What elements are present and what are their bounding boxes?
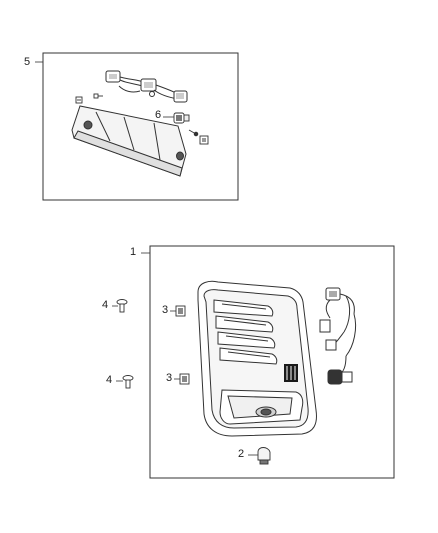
callout-4-upper: 4 [102, 299, 109, 311]
callout-2: 2 [238, 448, 245, 460]
cargo-lamp-housing [71, 105, 187, 177]
tail-lamp-clip-upper [175, 305, 186, 317]
cargo-lamp-group [35, 52, 239, 201]
tail-lamp-clip-lower [179, 373, 190, 385]
callout-5: 5 [24, 56, 31, 68]
callout-3-lower: 3 [166, 372, 173, 384]
cargo-lamp-bulb [173, 112, 190, 124]
cargo-lamp-frame [42, 52, 239, 201]
callout-3-upper: 3 [162, 304, 169, 316]
cargo-lamp-harness [105, 70, 188, 103]
callout-1: 1 [130, 246, 137, 258]
cargo-lamp-clip [199, 135, 209, 145]
tail-lamp-frame [149, 245, 395, 479]
cargo-lamp-screw-left [75, 96, 83, 104]
cargo-lamp-screw-top [93, 93, 103, 99]
callout-4-lower: 4 [106, 374, 113, 386]
tail-lamp-bulb [257, 447, 271, 465]
tail-lamp-group [141, 245, 395, 479]
cargo-lamp-screw-right [188, 129, 199, 137]
fastener-lower [122, 375, 134, 389]
callout-6: 6 [155, 109, 162, 121]
tail-lamp-housing [197, 280, 317, 437]
fastener-upper [116, 299, 128, 313]
tail-lamp-harness [319, 287, 357, 385]
